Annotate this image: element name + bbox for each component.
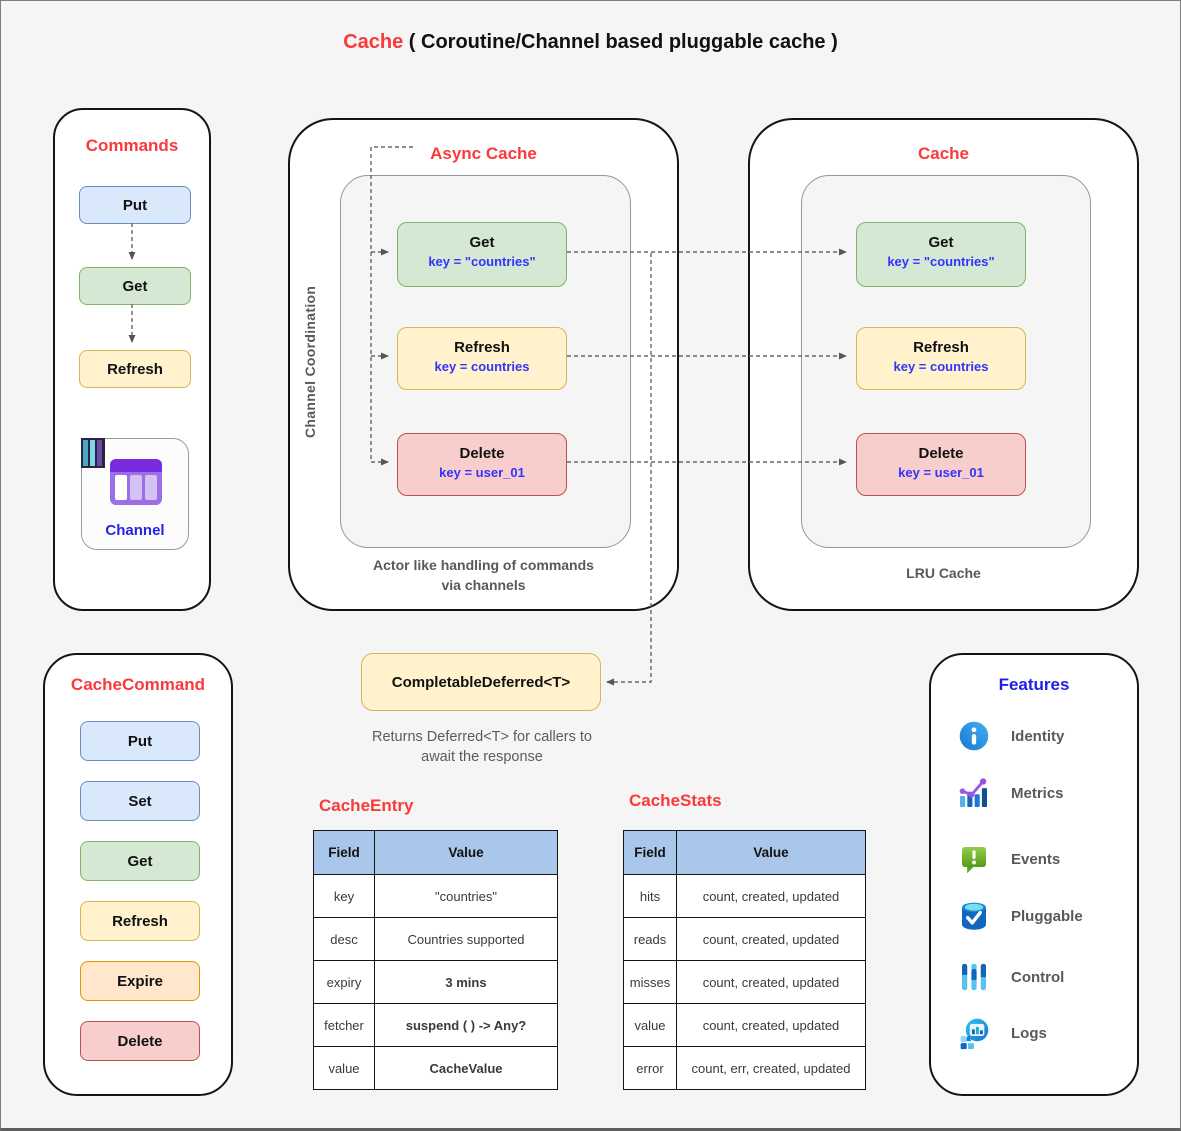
cache-stats-header-row: Field Value <box>623 830 866 875</box>
async-caption: Actor like handling of commands via chan… <box>373 557 594 593</box>
cache-entry-title: CacheEntry <box>319 796 414 815</box>
cache-entry-header-value: Value <box>374 830 558 875</box>
page-title-highlight: Cache <box>343 31 404 53</box>
control-icon <box>957 960 991 994</box>
async-cache-title: Async Cache <box>430 144 537 163</box>
cache-command-panel: CacheCommand Put Set Get Refresh Expire … <box>43 653 233 1096</box>
page-title-rest: ( Coroutine/Channel based pluggable cach… <box>403 31 838 53</box>
cache-stats-title: CacheStats <box>629 791 722 810</box>
completable-deferred-node: CompletableDeferred<T> <box>361 653 601 711</box>
feature-identity: Identity <box>957 718 1064 754</box>
async-node-get-title: Get <box>469 234 495 251</box>
features-panel: Features Identity Metrics Events Pluggab… <box>929 653 1139 1096</box>
command-refresh: Refresh <box>79 350 191 388</box>
cachecommand-put: Put <box>80 721 200 761</box>
table-row: key"countries" <box>313 874 558 918</box>
command-put: Put <box>79 186 191 224</box>
async-node-refresh: Refresh key = countries <box>397 327 567 390</box>
cache-command-title: CacheCommand <box>70 675 206 694</box>
async-node-delete-key: key = user_01 <box>439 465 525 480</box>
cachecommand-expire: Expire <box>80 961 200 1001</box>
feature-logs: Logs <box>957 1015 1047 1051</box>
events-icon <box>957 842 991 876</box>
pluggable-icon <box>957 899 991 933</box>
cachecommand-refresh: Refresh <box>80 901 200 941</box>
logs-icon <box>957 1016 991 1050</box>
info-icon <box>957 719 991 753</box>
async-node-refresh-title: Refresh <box>454 339 510 356</box>
page-title: Cache ( Coroutine/Channel based pluggabl… <box>1 31 1180 54</box>
cache-node-delete-title: Delete <box>918 445 964 462</box>
async-node-refresh-key: key = countries <box>434 359 530 374</box>
queue-badge-icon <box>81 438 105 473</box>
cache-node-refresh-title: Refresh <box>913 339 969 356</box>
lru-cache-caption: LRU Cache <box>906 565 981 581</box>
features-title: Features <box>998 675 1070 694</box>
feature-control: Control <box>957 959 1064 995</box>
cache-node-get: Get key = "countries" <box>856 222 1026 287</box>
cache-node-refresh: Refresh key = countries <box>856 327 1026 390</box>
cachecommand-get: Get <box>80 841 200 881</box>
cache-stats-header-field: Field <box>623 830 677 875</box>
cache-node-get-title: Get <box>928 234 954 251</box>
cache-node-refresh-key: key = countries <box>893 359 989 374</box>
async-node-get: Get key = "countries" <box>397 222 567 287</box>
channel-label: Channel <box>105 522 165 539</box>
cachecommand-delete: Delete <box>80 1021 200 1061</box>
cache-entry-header-field: Field <box>313 830 375 875</box>
cache-entry-header-row: Field Value <box>313 830 558 875</box>
cache-panel-title: Cache <box>917 144 970 163</box>
async-node-get-key: key = "countries" <box>428 254 536 269</box>
channel-card: Channel <box>81 438 189 550</box>
cache-panel: Cache Get key = "countries" Refresh key … <box>748 118 1139 611</box>
channel-table-icon <box>110 459 162 510</box>
channel-coordination-label: Channel Coordination <box>302 285 318 438</box>
cache-node-delete-key: key = user_01 <box>898 465 984 480</box>
feature-pluggable: Pluggable <box>957 898 1083 934</box>
metrics-icon <box>957 776 991 810</box>
feature-events: Events <box>957 841 1060 877</box>
async-node-delete: Delete key = user_01 <box>397 433 567 496</box>
async-cache-panel: Async Cache Channel Coordination Get key… <box>288 118 679 611</box>
deferred-caption: Returns Deferred<T> for callers to await… <box>371 729 592 766</box>
cache-node-get-key: key = "countries" <box>887 254 995 269</box>
cache-stats-header-value: Value <box>676 830 866 875</box>
feature-metrics: Metrics <box>957 775 1064 811</box>
async-node-delete-title: Delete <box>459 445 505 462</box>
commands-panel-title: Commands <box>85 136 179 155</box>
commands-panel: Commands Put Get Refresh Channel <box>53 108 211 611</box>
cache-node-delete: Delete key = user_01 <box>856 433 1026 496</box>
command-get: Get <box>79 267 191 305</box>
cachecommand-set: Set <box>80 781 200 821</box>
